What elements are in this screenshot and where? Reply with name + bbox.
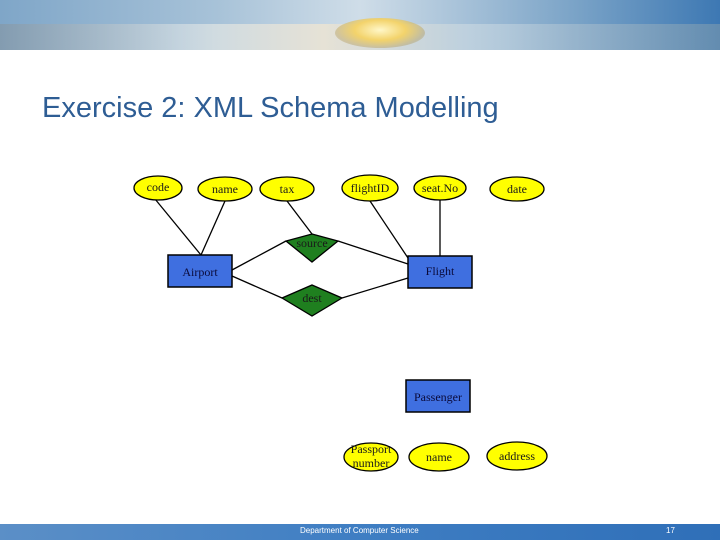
line-airport-source xyxy=(231,240,287,271)
attribute-code: code xyxy=(133,175,183,201)
line-airport-dest xyxy=(231,275,283,299)
line-dest-flight xyxy=(341,277,409,299)
attribute-seat-no-label: seat.No xyxy=(422,181,458,195)
attribute-airport-name: name xyxy=(197,176,253,202)
attribute-passport-line1: Passport xyxy=(351,442,392,456)
entity-flight-label: Flight xyxy=(426,264,455,278)
relationship-dest-label: dest xyxy=(302,291,322,305)
entity-passenger: Passenger xyxy=(405,379,471,413)
attribute-passenger-name-label: name xyxy=(426,450,452,464)
attribute-passenger-name: name xyxy=(408,442,470,472)
lamp-light xyxy=(335,18,425,48)
page-number: 17 xyxy=(666,526,675,535)
line-tax-source xyxy=(286,200,313,235)
attribute-code-label: code xyxy=(147,180,170,194)
entity-airport-label: Airport xyxy=(182,265,218,279)
attribute-date: date xyxy=(489,176,545,202)
header-banner xyxy=(0,0,720,50)
entity-passenger-label: Passenger xyxy=(414,390,462,404)
line-name-airport xyxy=(200,200,226,256)
attribute-seat-no: seat.No xyxy=(413,175,467,201)
attribute-tax-label: tax xyxy=(280,182,295,196)
connector-lines xyxy=(154,198,441,299)
relationship-source-label: source xyxy=(296,236,327,250)
attribute-address: address xyxy=(486,441,548,471)
footer-bar xyxy=(0,524,720,540)
line-flightid-flight xyxy=(369,200,409,259)
footer-department: Department of Computer Science xyxy=(300,526,419,535)
attribute-flight-id-label: flightID xyxy=(351,181,390,195)
attribute-airport-name-label: name xyxy=(212,182,238,196)
entity-airport: Airport xyxy=(167,254,233,288)
relationship-source: source xyxy=(284,233,340,263)
attribute-tax: tax xyxy=(259,176,315,202)
line-source-flight xyxy=(337,240,409,265)
attribute-address-label: address xyxy=(499,449,535,463)
attribute-passport-line2: number xyxy=(353,456,390,470)
entity-flight: Flight xyxy=(407,255,473,289)
relationship-dest: dest xyxy=(280,284,344,317)
attribute-date-label: date xyxy=(507,182,527,196)
line-code-airport xyxy=(154,198,202,256)
attribute-flight-id: flightID xyxy=(341,174,399,202)
attribute-passport-number: Passport number xyxy=(343,442,399,472)
slide-title: Exercise 2: XML Schema Modelling xyxy=(42,92,499,124)
